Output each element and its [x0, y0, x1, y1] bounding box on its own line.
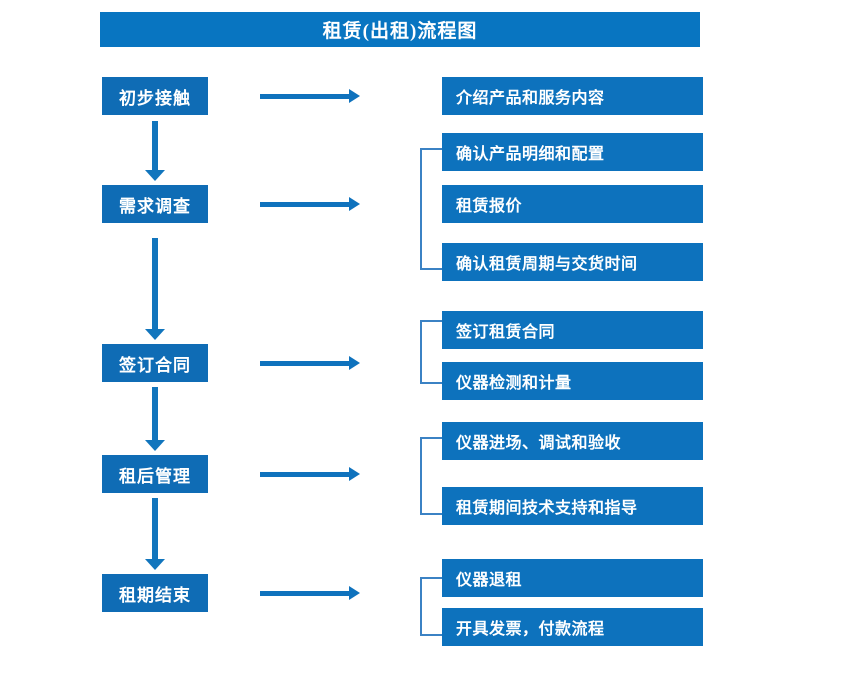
group-bracket-lease-end: [420, 577, 442, 636]
group-bracket-post-rental-mgmt: [420, 437, 442, 515]
detail-box-sign-rental-contract[interactable]: 签订租赁合同: [442, 311, 703, 349]
detail-box-introduce-products[interactable]: 介绍产品和服务内容: [442, 77, 703, 115]
detail-box-invoice-payment[interactable]: 开具发票，付款流程: [442, 608, 703, 646]
group-bracket-sign-contract: [420, 320, 442, 384]
vertical-arrow-2: [145, 238, 165, 340]
detail-box-instrument-testing[interactable]: 仪器检测和计量: [442, 362, 703, 400]
horizontal-arrow-2: [260, 197, 360, 211]
stage-box-post-rental-mgmt[interactable]: 租后管理: [102, 455, 208, 493]
horizontal-arrow-4: [260, 467, 360, 481]
detail-box-confirm-spec[interactable]: 确认产品明细和配置: [442, 133, 703, 171]
horizontal-arrow-5: [260, 586, 360, 600]
detail-box-technical-support[interactable]: 租赁期间技术支持和指导: [442, 487, 703, 525]
group-bracket-needs-survey: [420, 148, 442, 270]
stage-box-initial-contact[interactable]: 初步接触: [102, 77, 208, 115]
detail-box-instrument-return[interactable]: 仪器退租: [442, 559, 703, 597]
vertical-arrow-3: [145, 387, 165, 451]
page-title: 租赁(出租)流程图: [100, 12, 700, 47]
stage-box-sign-contract[interactable]: 签订合同: [102, 344, 208, 382]
horizontal-arrow-3: [260, 356, 360, 370]
detail-box-confirm-period[interactable]: 确认租赁周期与交货时间: [442, 243, 703, 281]
detail-box-rental-quote[interactable]: 租赁报价: [442, 185, 703, 223]
horizontal-arrow-1: [260, 89, 360, 103]
detail-box-instrument-delivery[interactable]: 仪器进场、调试和验收: [442, 422, 703, 460]
vertical-arrow-1: [145, 121, 165, 181]
stage-box-lease-end[interactable]: 租期结束: [102, 574, 208, 612]
stage-box-needs-survey[interactable]: 需求调查: [102, 185, 208, 223]
vertical-arrow-4: [145, 498, 165, 570]
